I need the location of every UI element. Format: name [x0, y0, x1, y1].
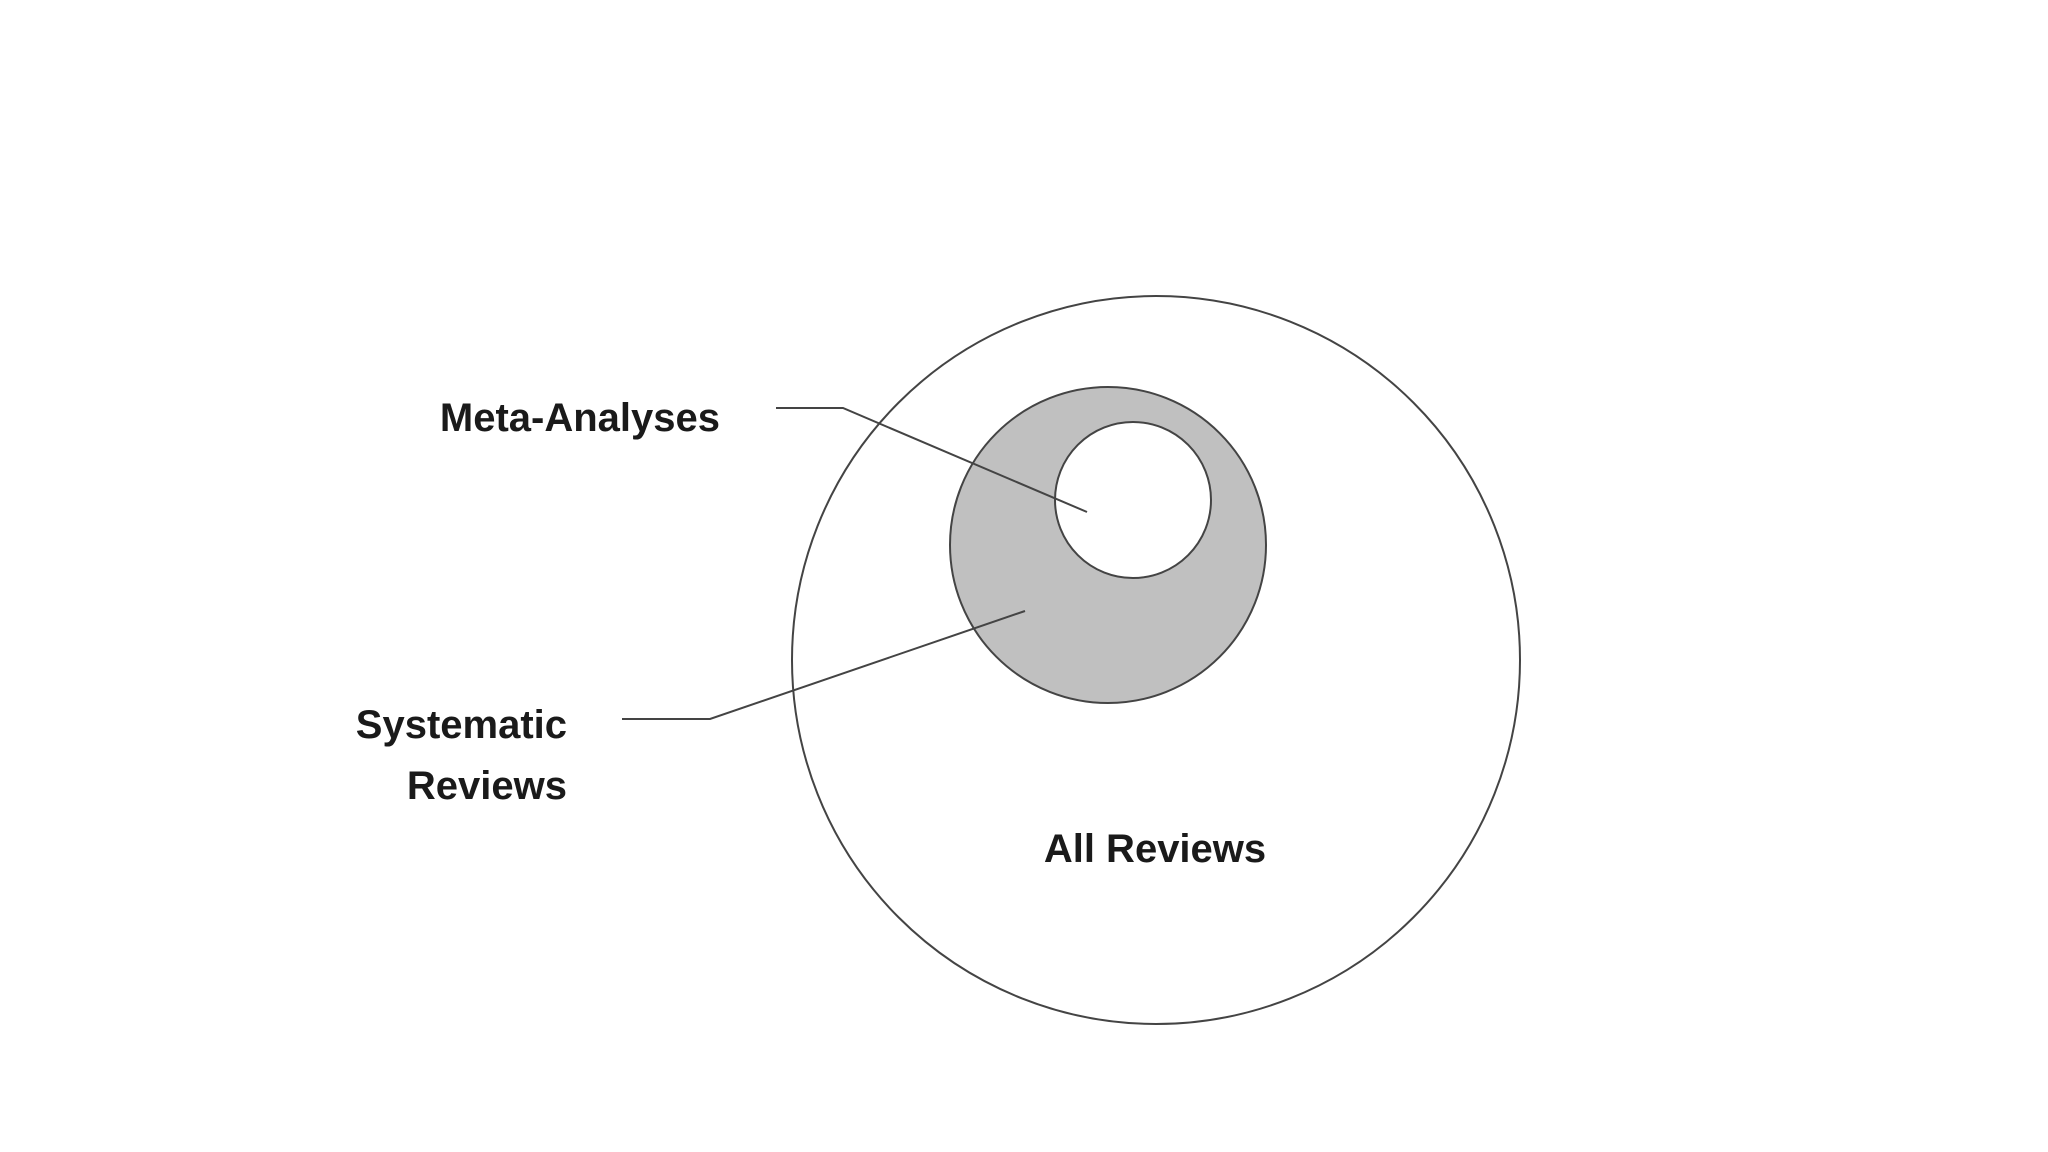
systematic-reviews-leader-line [622, 610, 1026, 720]
meta-analyses-label: Meta-Analyses [440, 396, 720, 440]
meta-analyses-circle [1054, 421, 1212, 579]
systematic-reviews-label-line-2: Reviews [407, 764, 567, 808]
meta-analyses-leader-line [776, 407, 1088, 513]
systematic-reviews-label-line-1: Systematic [356, 703, 567, 747]
all-reviews-label: All Reviews [1044, 827, 1266, 871]
